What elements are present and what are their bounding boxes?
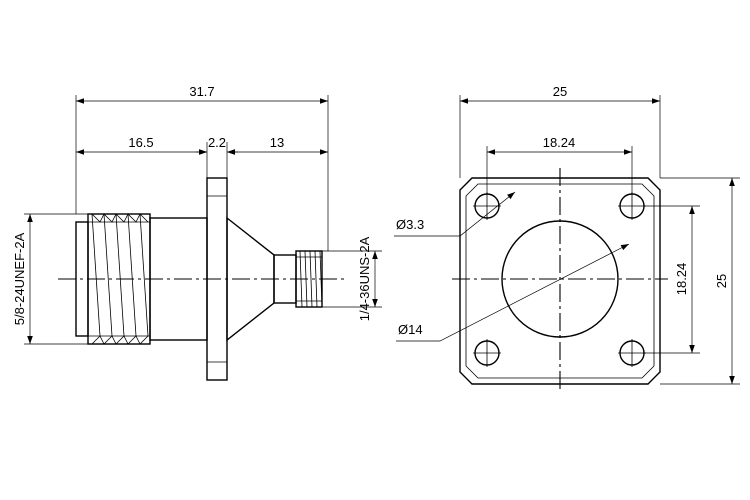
- flange-plate-inner-edge: [465, 183, 655, 379]
- dim-right-label: 13: [270, 135, 284, 150]
- dim-hole-spacing-h-label: 18.24: [543, 135, 576, 150]
- mounting-hole-br: [618, 339, 646, 367]
- mounting-hole-tl: [473, 192, 501, 220]
- thread-left-label: 5/8-24UNEF-2A: [12, 232, 27, 325]
- thread-right-label: 1/4-36UNS-2A: [357, 236, 372, 321]
- front-view: 25 18.24 18.24 25 Ø3.3 Ø14: [394, 84, 740, 392]
- dim-overall-label: 31.7: [189, 84, 214, 99]
- dim-hole-spacing-v-label: 18.24: [674, 263, 689, 296]
- bore-diameter-label: Ø14: [398, 322, 423, 337]
- dim-width-label: 25: [553, 84, 567, 99]
- leader-bore-diameter: [396, 243, 630, 342]
- dim-height-label: 25: [714, 274, 729, 288]
- flange-plate: [459, 177, 661, 385]
- mounting-hole-bl: [473, 339, 501, 367]
- left-threaded-body: [75, 213, 208, 345]
- side-view: 31.7 16.5 2.2 13 5/8-24UNEF-2A 1/4-36UNS…: [12, 84, 382, 381]
- mounting-hole-tr: [618, 192, 646, 220]
- thread-pattern: [88, 213, 150, 345]
- center-bore: [501, 220, 619, 338]
- leader-hole-diameter: [394, 191, 516, 237]
- hole-diameter-label: Ø3.3: [396, 217, 424, 232]
- dim-flange-label: 2.2: [208, 135, 226, 150]
- dim-left-label: 16.5: [128, 135, 153, 150]
